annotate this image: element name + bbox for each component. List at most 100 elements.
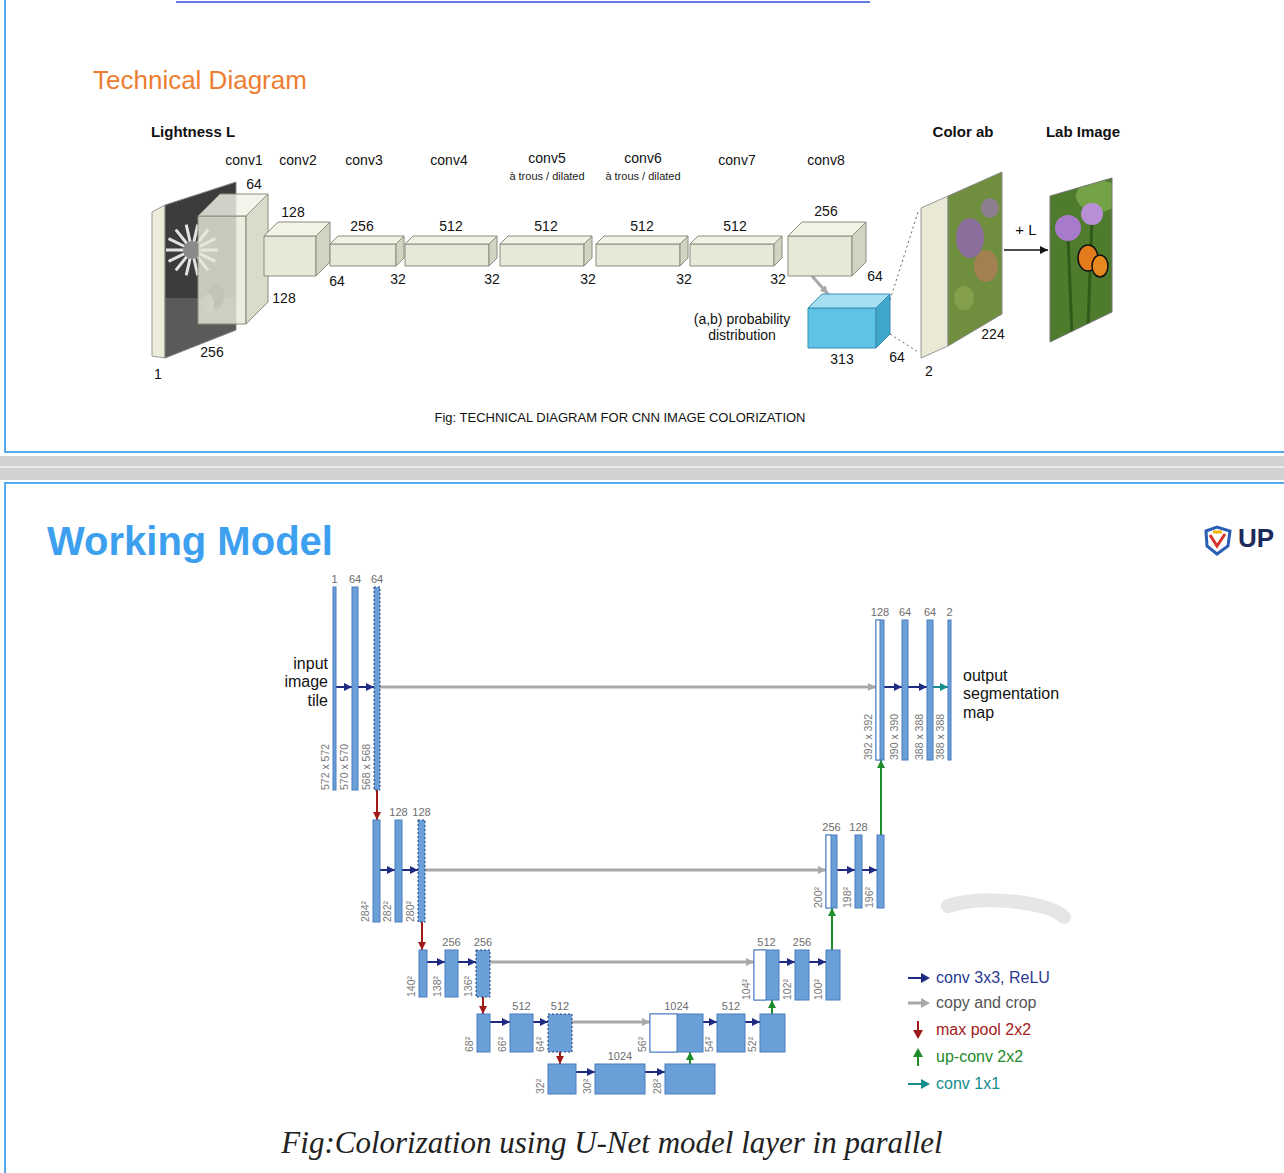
text-slot: 512 (551, 1000, 569, 1013)
feature-map-bar: 128198² (855, 835, 862, 908)
text-slot: 256 (822, 821, 840, 834)
node-shape (754, 950, 779, 1000)
node-label: 512 (723, 218, 746, 234)
block-side (680, 236, 688, 266)
connector (645, 1071, 665, 1073)
bar-fill (333, 587, 336, 790)
feature-map-bar: 128280² (418, 820, 425, 922)
text-slot: 64 (924, 606, 936, 619)
node-shape (445, 950, 458, 997)
feature-size: 52² (746, 1037, 758, 1052)
bar-fill (352, 587, 358, 790)
text-slot: 128 (272, 290, 295, 306)
feature-size: 54² (703, 1037, 715, 1052)
node-label: conv8 (807, 152, 844, 168)
image-content (918, 168, 1008, 368)
slab-side (152, 205, 165, 358)
text-slot: conv1 (225, 152, 262, 168)
text-slot: conv7 (718, 152, 755, 168)
text-slot: 28² (651, 1079, 663, 1094)
text-slot: conv5 (528, 150, 565, 166)
text-slot: 32 (390, 271, 406, 287)
connector (402, 869, 418, 871)
connector (745, 1021, 760, 1023)
channel-count: 128 (389, 806, 407, 819)
text-slot: 2 (925, 363, 933, 379)
annotation: output segmentation map (963, 667, 1083, 722)
feature-size: 136² (462, 976, 474, 997)
bar-fill (373, 820, 380, 922)
node-shape (927, 620, 933, 760)
text-slot: max pool 2x2 (936, 1021, 1031, 1039)
panel-heading: Technical Diagram (93, 66, 307, 96)
text-slot: 256 (350, 218, 373, 234)
feature-map-bar: 256138² (445, 950, 458, 997)
text-slot: 282² (381, 901, 393, 922)
feature-size: 572 x 572 (319, 744, 331, 790)
feature-size: 390 x 390 (888, 714, 900, 760)
feature-size: 66² (496, 1037, 508, 1052)
node-shape (760, 1014, 785, 1052)
layer-block: conv325632 (330, 236, 404, 266)
feature-size: 280² (404, 901, 416, 922)
feature-map-bar: 100² (826, 950, 840, 1000)
block-top (596, 236, 688, 244)
connector (490, 1021, 510, 1023)
bar-fill (595, 1064, 645, 1094)
sample-head (921, 998, 930, 1008)
text-slot: (a,b) probability distribution (679, 311, 805, 343)
layer-block: conv751232 (690, 236, 782, 266)
feature-map-bar: 28² (665, 1064, 715, 1094)
block-front (596, 244, 680, 266)
node-label: 32 (676, 271, 692, 287)
feature-size: 104² (740, 979, 752, 1000)
sample-line (908, 1083, 922, 1085)
feature-size: 388 x 388 (913, 714, 925, 760)
bar-fill (902, 620, 908, 760)
text-slot: Fig: TECHNICAL DIAGRAM FOR CNN IMAGE COL… (434, 411, 805, 426)
node-shape (795, 950, 809, 1000)
copied-part (826, 835, 831, 908)
block-side (852, 222, 866, 276)
text-slot: + L (1013, 221, 1038, 238)
feature-map-bar: 102430² (595, 1064, 645, 1094)
block-front (500, 244, 584, 266)
text-slot: 388 x 388 (934, 714, 946, 760)
node-shape (876, 620, 884, 760)
feature-size: 140² (405, 976, 417, 997)
block-front (690, 244, 774, 266)
feature-size: 388 x 388 (934, 714, 946, 760)
panel: Lightness L2561conv164128conv212864conv3… (4, 0, 1284, 453)
node-label: conv1 (225, 152, 262, 168)
feature-size: 200² (812, 887, 824, 908)
feature-map-bar: 1572 x 572 (333, 587, 336, 790)
block-front (405, 244, 489, 266)
bar-fill (395, 820, 402, 922)
sample-head (921, 1079, 930, 1089)
legend-text: up-conv 2x2 (936, 1048, 1023, 1066)
node-shape (333, 587, 336, 790)
text-slot: 128 (281, 204, 304, 220)
text-slot: à trous / dilated (509, 170, 584, 183)
channel-count: 2 (946, 606, 952, 619)
text-slot: 32² (534, 1079, 546, 1094)
node-label: 32 (770, 271, 786, 287)
feature-map-bar: 64388 x 388 (927, 620, 933, 760)
channel-count: 1024 (664, 1000, 688, 1013)
block-front (808, 308, 876, 348)
channel-count: 128 (871, 606, 889, 619)
feature-size: 28² (651, 1079, 663, 1094)
feature-map-bar: 256136² (476, 950, 490, 997)
text-slot: 102² (781, 979, 793, 1000)
feature-size: 32² (534, 1079, 546, 1094)
bar-fill (650, 1014, 703, 1052)
node-label: 256 (200, 344, 223, 360)
text-slot: 388 x 388 (913, 714, 925, 760)
color-blob (956, 218, 984, 258)
feature-map-bar: 68² (477, 1014, 490, 1052)
color-output: Color ab2242 (918, 168, 1004, 362)
node-label: conv4 (430, 152, 467, 168)
feature-size: 284² (359, 901, 371, 922)
connector (533, 1021, 548, 1023)
